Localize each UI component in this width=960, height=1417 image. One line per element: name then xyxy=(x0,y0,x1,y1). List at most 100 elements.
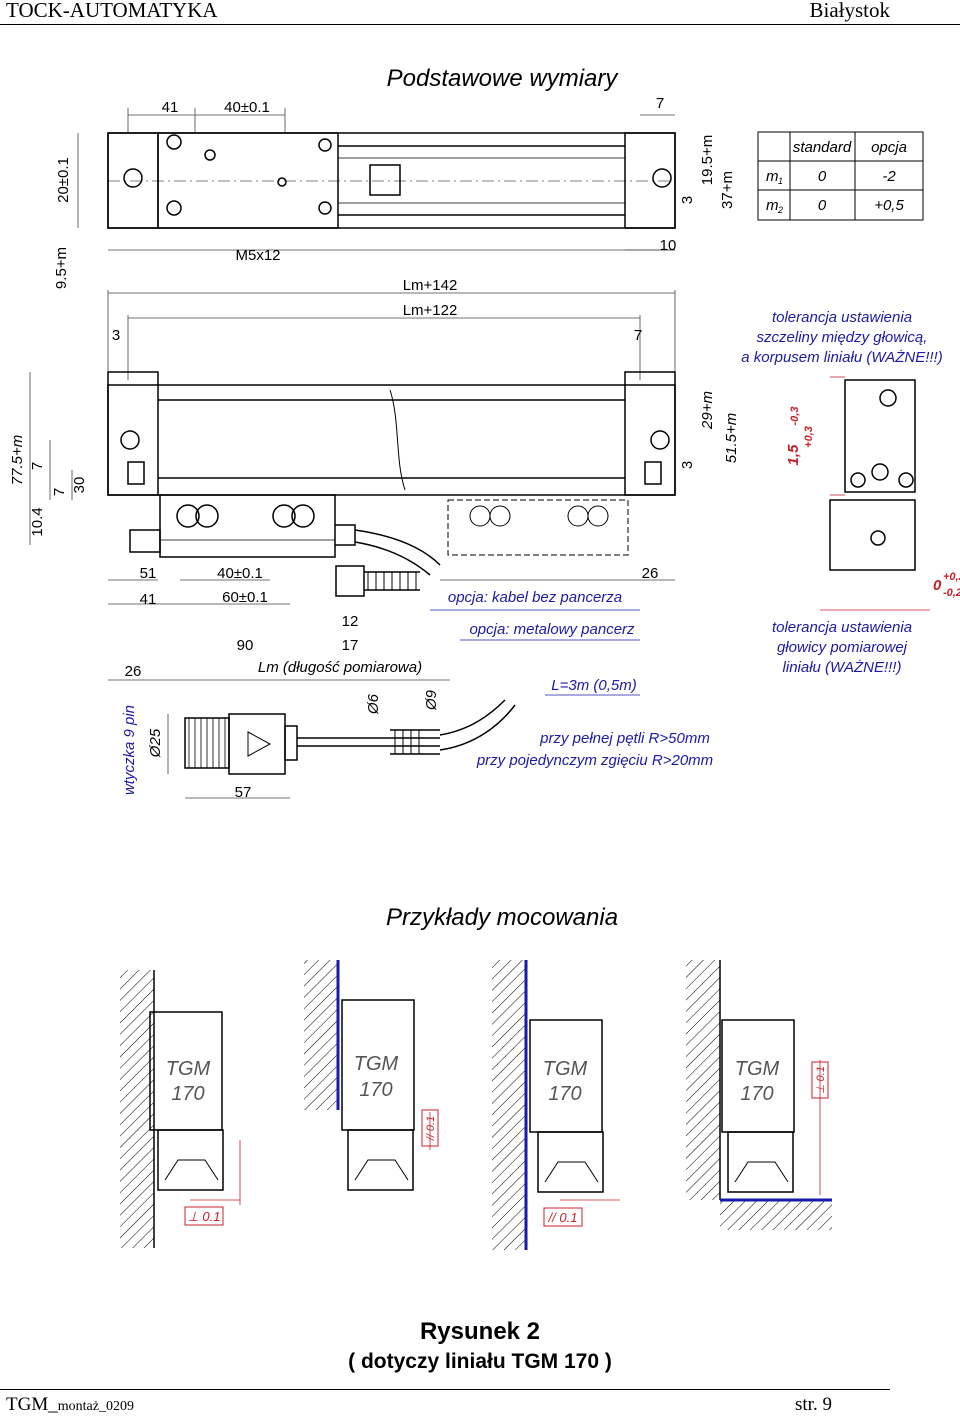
table-header-standard: standard xyxy=(793,139,852,156)
dim-51: 51 xyxy=(140,565,157,582)
dimensions-top xyxy=(77,108,675,251)
dim-40-top: 40±0.1 xyxy=(224,99,270,116)
mount-3-model: TGM xyxy=(543,1058,588,1080)
mount-example-3 xyxy=(492,960,620,1250)
dim-77-5: 77.5+m xyxy=(9,435,26,485)
mount-2-model: TGM xyxy=(354,1053,399,1075)
dim-7-left-2: 7 xyxy=(51,488,68,496)
section-title-dimensions: Podstawowe wymiary xyxy=(387,65,620,92)
tol-gap-value: 1,5 xyxy=(785,444,802,466)
dim-3-left: 3 xyxy=(112,327,120,344)
footer-rule xyxy=(0,1389,890,1390)
footer-doc-id: TGM_montaż_0209 xyxy=(6,1394,134,1416)
note-leaders xyxy=(430,609,640,696)
dimensions-side xyxy=(29,372,675,681)
dim-57: 57 xyxy=(235,784,252,801)
note-gap-tolerance-2: szczeliny między głowicą, xyxy=(757,329,928,346)
table-row-m1-sub: 1 xyxy=(778,176,783,186)
dim-19-5: 19.5+m xyxy=(699,135,716,185)
mount-4-model: TGM xyxy=(735,1058,780,1080)
header-rule xyxy=(0,24,960,25)
mount-4-number: 170 xyxy=(740,1083,773,1105)
figure-caption-title: Rysunek 2 xyxy=(419,1318,541,1345)
figure-caption-subtitle: ( dotyczy liniału TGM 170 ) xyxy=(348,1350,612,1373)
mount-4-tolerance: ⊥ 0.1 xyxy=(815,1066,827,1094)
head-detail-view xyxy=(820,376,930,611)
dim-37: 37+m xyxy=(719,171,736,209)
dim-29: 29+m xyxy=(699,391,716,430)
mount-2-tolerance: // 0.1 xyxy=(425,1116,437,1141)
dim-40: 40±0.1 xyxy=(217,565,263,582)
mount-3-number: 170 xyxy=(548,1083,581,1105)
table-row-m2-sub: 2 xyxy=(777,205,783,215)
dim-lm-measuring-length: Lm (długość pomiarowa) xyxy=(258,659,422,676)
mount-3-tolerance: // 0.1 xyxy=(548,1210,578,1225)
note-bend-full-loop: przy pełnej pętli R>50mm xyxy=(539,730,710,747)
tol-head-value: 0 xyxy=(933,577,942,594)
dim-20: 20±0.1 xyxy=(55,157,72,203)
dim-m5x12: M5x12 xyxy=(235,247,280,264)
dim-12: 12 xyxy=(342,613,359,630)
dim-10: 10 xyxy=(660,237,677,254)
footer-doc-suffix: montaż_0209 xyxy=(57,1399,134,1414)
note-gap-tolerance-1: tolerancja ustawienia xyxy=(772,309,912,326)
table-header-opcja: opcja xyxy=(871,139,907,156)
footer-doc-prefix: TGM_ xyxy=(6,1394,58,1415)
dim-30: 30 xyxy=(71,477,88,494)
dim-51-5: 51.5+m xyxy=(723,413,740,463)
note-option-metal-armor: opcja: metalowy pancerz xyxy=(469,621,635,638)
note-cable-length: L=3m (0,5m) xyxy=(551,677,636,694)
dim-7-mid: 7 xyxy=(634,327,642,344)
mount-example-2 xyxy=(304,960,439,1191)
note-head-tolerance-2: głowicy pomiarowej xyxy=(777,639,908,656)
options-table xyxy=(757,131,924,221)
dim-3-right: 3 xyxy=(679,196,696,204)
dim-90: 90 xyxy=(237,637,254,654)
mount-example-4 xyxy=(686,960,832,1230)
dim-10-4: 10.4 xyxy=(29,507,46,536)
dim-41: 41 xyxy=(140,591,157,608)
table-row-m2-label: m xyxy=(766,197,779,214)
dim-d9: Ø9 xyxy=(423,689,440,711)
dim-d6: Ø6 xyxy=(365,693,382,715)
dim-41-top: 41 xyxy=(162,99,179,116)
tol-head-lower: -0,2 xyxy=(943,587,960,599)
dim-9-5: 9.5+m xyxy=(53,247,70,289)
mount-1-tolerance: ⊥ 0.1 xyxy=(187,1209,220,1224)
table-row-m2-opcja: +0,5 xyxy=(874,197,904,214)
dim-26-right: 26 xyxy=(642,565,659,582)
table-row-m2-standard: 0 xyxy=(818,197,827,214)
dim-26: 26 xyxy=(125,663,142,680)
tol-gap-upper: +0,3 xyxy=(803,426,815,448)
dimensions-connector xyxy=(167,714,290,799)
dim-d25: Ø25 xyxy=(147,728,164,758)
dim-3-mid: 3 xyxy=(679,461,696,469)
mount-2-number: 170 xyxy=(359,1079,392,1101)
dim-lm-122: Lm+122 xyxy=(403,302,458,319)
note-gap-tolerance-3: a korpusem liniału (WAŻNE!!!) xyxy=(741,349,942,366)
note-head-tolerance-3: liniału (WAŻNE!!!) xyxy=(783,659,902,676)
dim-17: 17 xyxy=(342,637,359,654)
table-row-m1-opcja: -2 xyxy=(882,168,896,185)
note-option-unarmored: opcja: kabel bez pancerza xyxy=(448,589,622,606)
scale-top-view xyxy=(107,132,676,229)
mount-1-model: TGM xyxy=(166,1058,211,1080)
dimensions-length xyxy=(107,290,676,380)
dim-7-left: 7 xyxy=(29,462,46,470)
table-row-m1-label: m xyxy=(766,168,779,185)
note-head-tolerance-1: tolerancja ustawienia xyxy=(772,619,912,636)
table-row-m1-standard: 0 xyxy=(818,168,827,185)
cable-connector xyxy=(184,699,516,775)
tol-gap-lower: -0,3 xyxy=(789,407,801,426)
tol-head-upper: +0,2 xyxy=(943,571,960,583)
dim-lm-142: Lm+142 xyxy=(403,277,458,294)
dim-60: 60±0.1 xyxy=(222,589,268,606)
label-plug-9-pin: wtyczka 9 pin xyxy=(121,705,138,795)
company-name: TOCK-AUTOMATYKA xyxy=(6,0,218,22)
mount-1-number: 170 xyxy=(171,1083,204,1105)
mount-example-1 xyxy=(120,970,241,1248)
note-bend-single: przy pojedynczym zgięciu R>20mm xyxy=(476,752,713,769)
page-header: TOCK-AUTOMATYKA Białystok xyxy=(0,0,960,25)
scale-side-view xyxy=(107,371,676,597)
